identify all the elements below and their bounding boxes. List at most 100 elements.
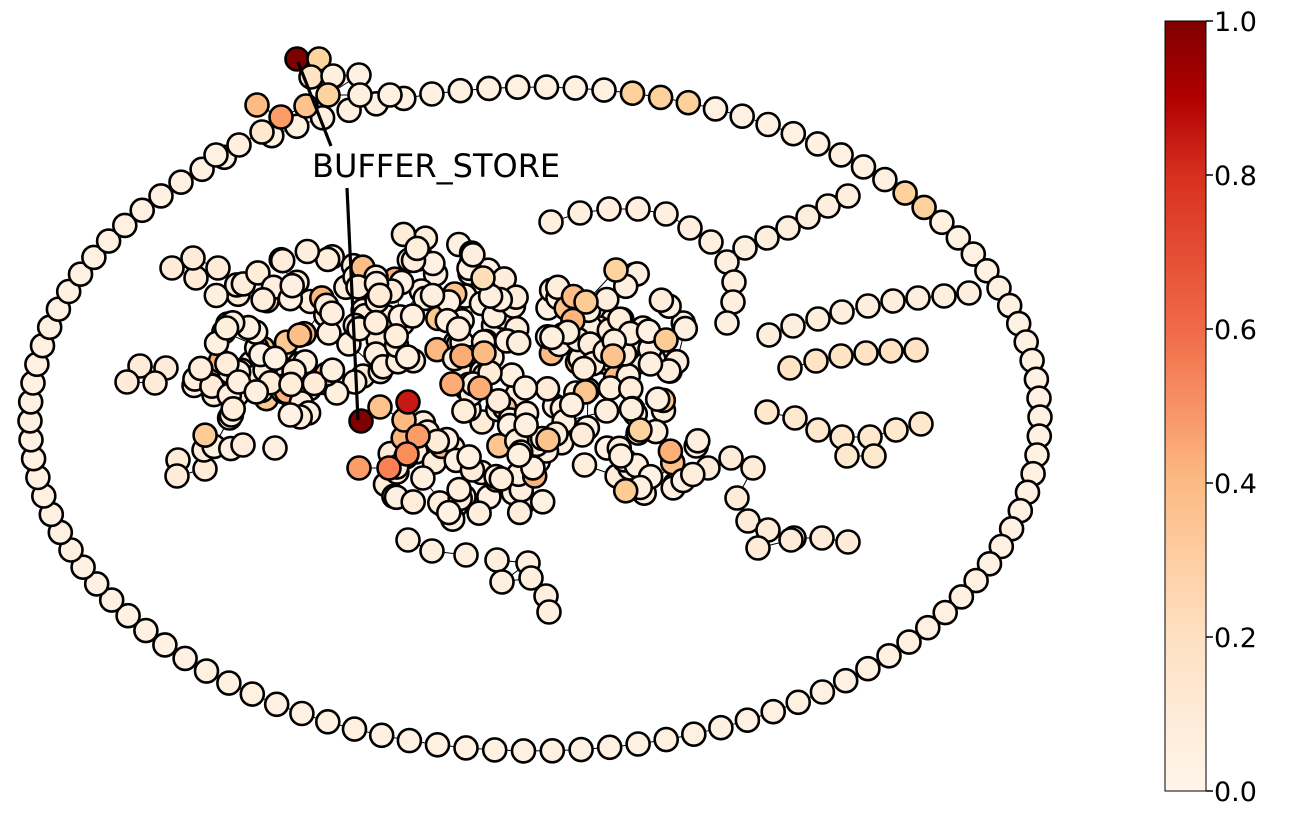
graph-node [828,343,854,369]
graph-node [395,527,421,553]
graph-node [905,285,931,311]
graph-node [193,658,220,684]
graph-node [55,278,82,305]
graph-node [876,642,902,669]
highlighted-node [471,340,497,366]
graph-node [148,183,174,209]
graph-node [277,402,304,428]
graph-node [269,247,296,274]
graph-node [795,204,821,230]
graph-node [612,477,639,504]
graph-node [377,82,403,108]
graph-node [476,75,502,102]
graph-node [419,538,445,564]
graph-node [262,435,288,461]
graph-node [187,355,214,382]
graph-node [366,282,393,309]
graph-node [70,554,96,581]
callout-label: BUFFER_STORE [312,147,560,185]
callout-line-bottom [345,187,360,421]
highlighted-node [439,371,465,397]
highlighted-node [573,289,599,315]
graph-node [702,96,729,122]
graph-node [734,707,761,734]
graph-node [675,89,702,116]
graph-node [506,499,533,526]
graph-node [892,180,918,206]
graph-node [226,132,252,158]
graph-node [451,398,477,424]
graph-node [853,340,879,366]
graph-node [805,417,831,443]
graph-node [740,455,766,481]
graph-node [512,375,539,401]
highlighted-node [627,417,653,443]
graph-node [754,399,780,425]
colorbar-gradient [1165,21,1206,791]
graph-node [684,427,711,454]
graph-node [129,197,155,224]
graph-node [815,193,841,219]
graph-node [481,737,508,763]
graph-node [569,422,596,448]
graph-node [903,337,929,363]
graph-node [732,235,758,261]
graph-node [214,350,240,377]
graph-node [976,550,1003,577]
graph-node [453,542,479,568]
graph-node [872,166,898,193]
graph-node [720,289,746,315]
graph-node [205,255,231,281]
graph-node [279,272,306,299]
graph-node [828,142,854,168]
graph-node [835,183,861,209]
callout-line-top [296,61,333,147]
graph-node [778,527,804,553]
graph-node [168,169,194,195]
graph-node [67,261,94,288]
graph-node [533,74,560,100]
graph-node [314,708,341,735]
graph-node [805,306,831,332]
graph-node [780,313,806,339]
graph-node [294,238,321,265]
highlighted-node [603,257,629,283]
graph-node [534,375,561,402]
colorbar-tick-label: 0.2 [1214,623,1257,654]
graph-node [780,120,807,147]
graph-node [878,338,904,364]
graph-node [488,466,515,492]
buffer-store-node [348,408,374,434]
graph-node [861,443,887,469]
graph-node [152,632,178,658]
graph-node [446,476,472,503]
colorbar-tick-label: 0.8 [1214,161,1257,192]
graph-node [424,731,451,758]
graph-node [319,357,346,384]
highlighted-node [346,455,372,481]
graph-node [803,348,829,374]
graph-node [466,500,492,527]
graph-node [593,398,620,424]
highlighted-node [367,394,393,420]
highlighted-node [600,343,626,369]
graph-node [98,587,125,613]
graph-node [562,75,589,101]
highlighted-node [467,375,493,401]
graph-node [756,322,782,348]
graph-node [782,405,808,431]
graph-node [445,315,472,342]
graph-node [489,569,515,595]
graph-node [963,567,989,594]
graph-node [115,602,141,629]
graph-node [262,345,289,372]
graph-node [809,525,835,551]
graph-node [192,422,218,449]
highlighted-node [394,441,420,467]
graph-node [832,667,859,694]
graph-node [755,111,781,138]
graph-node [341,716,368,742]
graph-node [567,200,593,226]
graph-node [637,351,664,377]
